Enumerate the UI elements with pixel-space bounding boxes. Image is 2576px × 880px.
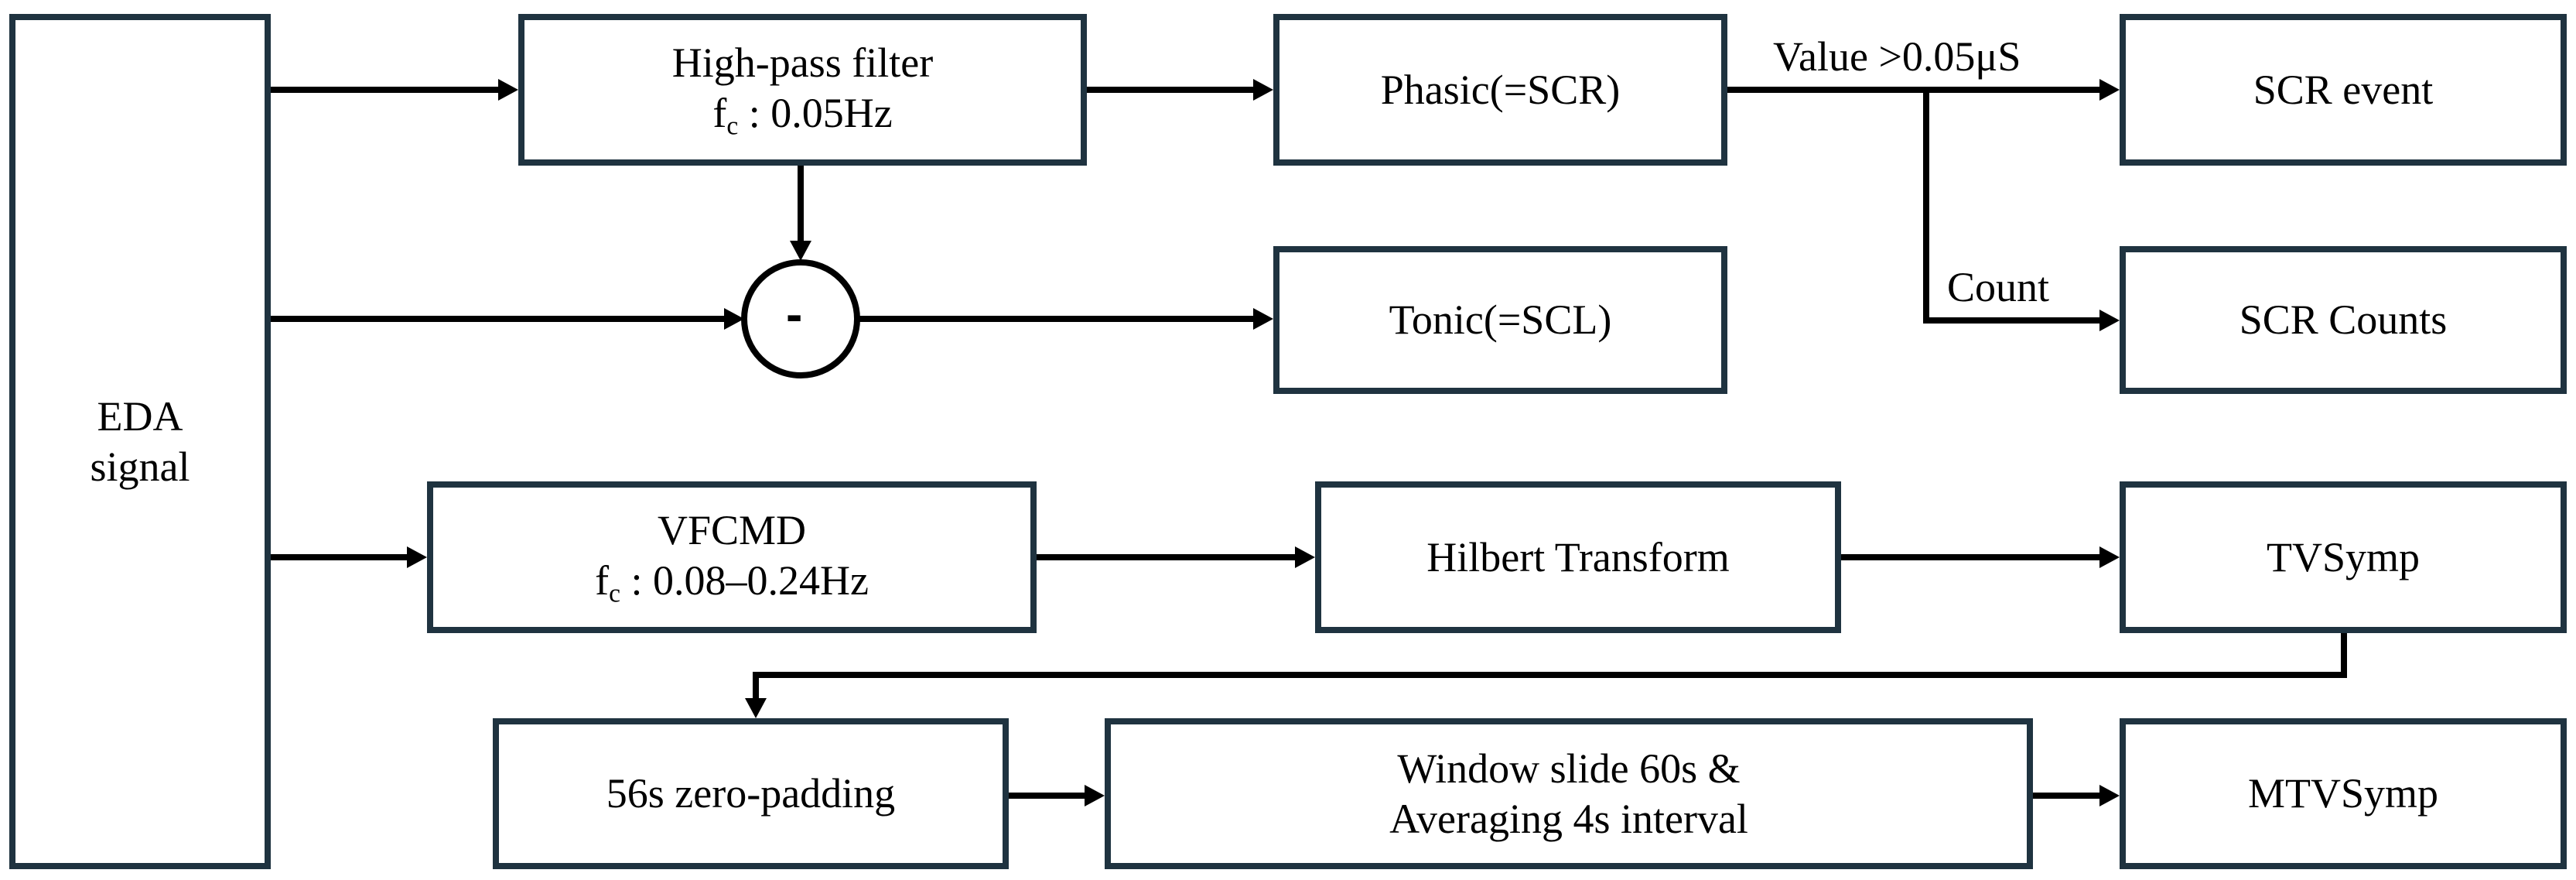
subtract-to-tonic-arrow-head (1253, 308, 1273, 330)
scr-event-label: SCR event (2253, 66, 2434, 113)
subtract-operator-sign: - (786, 286, 803, 342)
zero-padding-block: 56s zero-padding (493, 718, 1009, 869)
highpass-fc-subscript: c (726, 111, 739, 140)
hilbert-transform-label: Hilbert Transform (1426, 533, 1730, 580)
tvsymp-to-zero-padding-arrow-head (745, 698, 767, 718)
tonic-label: Tonic(=SCL) (1389, 296, 1612, 344)
eda-to-subtract-arrow-head (724, 308, 744, 330)
vfcmd-fc-symbol: f (595, 556, 610, 604)
eda-signal-line2: signal (90, 443, 190, 490)
window-slide-line: Window slide 60s & (1397, 745, 1741, 792)
averaging-interval-line: Averaging 4s interval (1389, 795, 1748, 842)
window-averaging-block: Window slide 60s & Averaging 4s interval (1105, 718, 2033, 869)
highpass-filter-block: High-pass filter fc : 0.05Hz (518, 14, 1087, 166)
tvsymp-label: TVSymp (2266, 533, 2421, 580)
hilbert-to-tvsymp-arrow-head (2099, 546, 2120, 568)
phasic-to-scr-event-arrow-head (2099, 79, 2120, 101)
scr-counts-label: SCR Counts (2239, 296, 2448, 344)
eda-signal-line1: EDA (97, 392, 183, 440)
tvsymp-to-zero-padding-arrow (753, 633, 2347, 703)
vfcmd-block: VFCMD fc : 0.08–0.24Hz (427, 481, 1037, 633)
highpass-filter-title: High-pass filter (671, 39, 934, 86)
tonic-block: Tonic(=SCL) (1273, 246, 1727, 394)
highpass-fc-symbol: f (712, 89, 727, 136)
zero-padding-to-window-arrow-head (1085, 785, 1105, 806)
phasic-block: Phasic(=SCR) (1273, 14, 1727, 166)
highpass-cutoff: fc : 0.05Hz (712, 88, 892, 142)
vfcmd-to-hilbert-arrow-head (1295, 546, 1315, 568)
eda-to-highpass-arrow-head (498, 79, 518, 101)
vfcmd-title: VFCMD (657, 506, 807, 553)
zero-padding-label: 56s zero-padding (606, 770, 896, 817)
mtvsymp-label: MTVSymp (2247, 770, 2439, 817)
count-edge-label: Count (1947, 264, 2050, 310)
phasic-to-scr-counts-arrow-head (2099, 310, 2120, 331)
phasic-to-scr-counts-arrow (1923, 90, 2104, 324)
highpass-to-subtract-arrow-head (790, 241, 811, 261)
highpass-to-phasic-arrow-head (1253, 79, 1273, 101)
scr-event-block: SCR event (2120, 14, 2567, 166)
vfcmd-cutoff: fc : 0.08–0.24Hz (595, 556, 869, 610)
hilbert-transform-block: Hilbert Transform (1315, 481, 1841, 633)
window-to-mtvsymp-arrow-head (2099, 785, 2120, 806)
mtvsymp-block: MTVSymp (2120, 718, 2567, 869)
threshold-edge-label: Value >0.05μS (1773, 33, 2021, 80)
scr-counts-block: SCR Counts (2120, 246, 2567, 394)
vfcmd-fc-subscript: c (609, 578, 620, 608)
eda-to-vfcmd-arrow-head (407, 546, 427, 568)
phasic-label: Phasic(=SCR) (1380, 66, 1621, 113)
tvsymp-block: TVSymp (2120, 481, 2567, 633)
highpass-fc-value: : 0.05Hz (738, 89, 893, 136)
eda-signal-block: EDA signal (9, 14, 271, 869)
vfcmd-fc-value: : 0.08–0.24Hz (620, 556, 869, 604)
